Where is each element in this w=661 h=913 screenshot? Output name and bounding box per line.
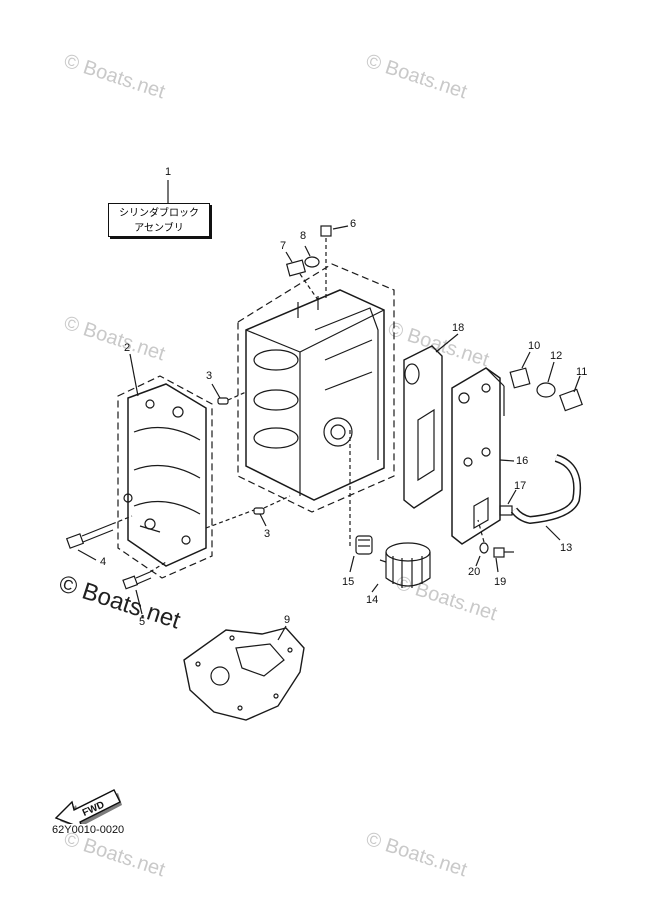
washer-20: [475, 519, 489, 567]
part-name-label: シリンダブロック アセンブリ: [108, 203, 210, 237]
leader-line-2: [129, 353, 139, 397]
callout-10: 10: [528, 340, 541, 352]
callout-15: 15: [342, 576, 355, 588]
dowel-pin: [253, 507, 265, 515]
part-name-line-2: アセンブリ: [134, 223, 184, 234]
gasket-8: [304, 245, 320, 268]
thermostat-10: [509, 351, 531, 389]
callout-16: 16: [516, 455, 529, 467]
callout-14: 14: [366, 594, 379, 606]
fitting-15: [349, 535, 373, 573]
callout-3-upper: 3: [206, 370, 213, 382]
cylinder-head: [123, 383, 207, 567]
gasket-18: [403, 345, 443, 509]
cover-11: [559, 375, 583, 412]
part-name-line-1: シリンダブロック: [119, 208, 199, 219]
callout-6: 6: [350, 218, 357, 230]
oil-filter-14: [379, 542, 431, 588]
callout-19: 19: [494, 576, 507, 588]
dowel-pin: [217, 397, 229, 405]
plug-7: [285, 251, 307, 277]
callout-3-lower: 3: [264, 528, 271, 540]
bolt-5: [122, 561, 167, 590]
fwd-arrow-icon: FWD: [54, 789, 122, 824]
cylinder-head-outline: [117, 375, 213, 579]
bolt-4: [65, 515, 133, 549]
callout-7: 7: [280, 240, 287, 252]
callout-11: 11: [576, 366, 588, 378]
fitting-17: [499, 489, 517, 516]
callout-4: 4: [100, 556, 107, 568]
gasket-12: [536, 361, 556, 398]
diagram-code: 62Y0010-0020: [52, 824, 125, 836]
cylinder-block-outline: [237, 263, 395, 513]
callout-18: 18: [452, 322, 465, 334]
callout-9: 9: [284, 614, 291, 626]
bolt-19: [493, 547, 514, 573]
callout-12: 12: [550, 350, 563, 362]
cylinder-block: [245, 289, 385, 501]
gasket-9: [183, 627, 305, 721]
callout-1: 1: [165, 166, 172, 178]
callout-17: 17: [514, 480, 527, 492]
callout-8: 8: [300, 230, 307, 242]
callout-2: 2: [124, 342, 131, 354]
callout-5: 5: [139, 616, 146, 628]
plug-6: [320, 225, 349, 300]
callout-20: 20: [468, 566, 481, 578]
callout-13: 13: [560, 542, 573, 554]
cover-16: [451, 367, 505, 545]
